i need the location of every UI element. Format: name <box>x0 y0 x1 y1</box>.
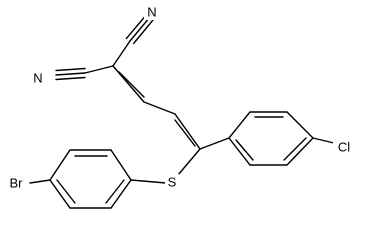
bond-c4-ring <box>199 137 230 150</box>
ring-double-2 <box>283 137 307 161</box>
bond-c1-c2-double-a <box>112 65 145 103</box>
bond-ring-cl <box>312 137 335 144</box>
atom-cl: Cl <box>338 140 350 155</box>
bond-c3-c4-double-b <box>174 119 196 147</box>
atom-labels: N N Cl S Br <box>4 3 355 192</box>
diene-chain <box>112 65 201 150</box>
thioether-bridge <box>130 148 201 184</box>
atom-n-top: N <box>147 5 156 20</box>
bond-c2-c3 <box>143 101 176 115</box>
atom-br: Br <box>10 176 24 191</box>
atom-s: S <box>168 175 177 190</box>
bond-c4-s <box>177 148 201 176</box>
benzene-ring-chloro <box>228 111 314 166</box>
ring-double-5 <box>56 179 76 204</box>
chemical-structure-diagram: N N Cl S Br <box>4 3 355 209</box>
bond-s-ring <box>130 179 167 184</box>
bond-ring-br <box>29 179 51 184</box>
bond-c1-c-nitrile-left <box>84 65 114 74</box>
bond-triple-left-c <box>55 67 86 72</box>
benzene-ring-bromo <box>49 149 132 209</box>
bond-c1-c2-nitrile <box>112 40 131 67</box>
ring-double-6 <box>105 179 125 204</box>
ring-double-3 <box>235 139 254 161</box>
bond-c3-c4-double-a <box>174 113 201 150</box>
chlorophenyl-ring <box>199 111 335 166</box>
nitrile-groups <box>55 13 155 81</box>
atom-n-left: N <box>33 71 42 86</box>
bond-triple-top-a <box>129 16 151 42</box>
bond-triple-left-b <box>55 76 86 81</box>
bromophenyl-ring <box>29 149 132 209</box>
bond-triple-left-a <box>55 72 86 76</box>
bond-triple-top-b <box>132 18 155 45</box>
bond-c1-c2-double-b <box>118 71 145 98</box>
bond-triple-top-c <box>125 13 148 40</box>
